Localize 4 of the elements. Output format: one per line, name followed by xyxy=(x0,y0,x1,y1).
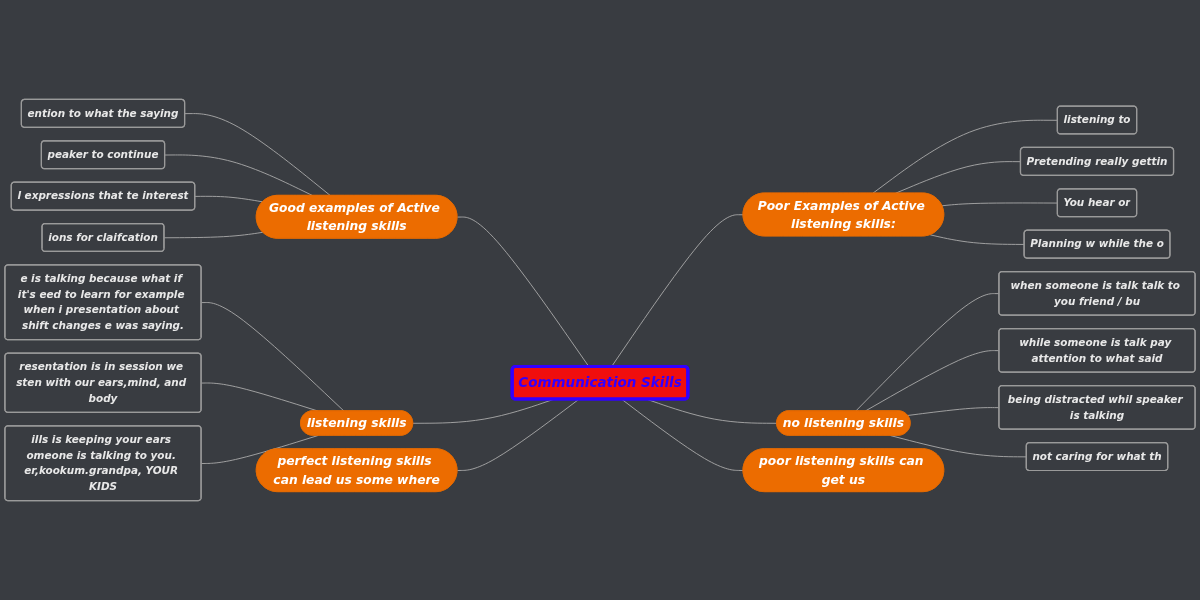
connector xyxy=(163,231,264,239)
connector xyxy=(929,234,1025,245)
connector xyxy=(194,195,264,203)
connector xyxy=(184,113,331,197)
